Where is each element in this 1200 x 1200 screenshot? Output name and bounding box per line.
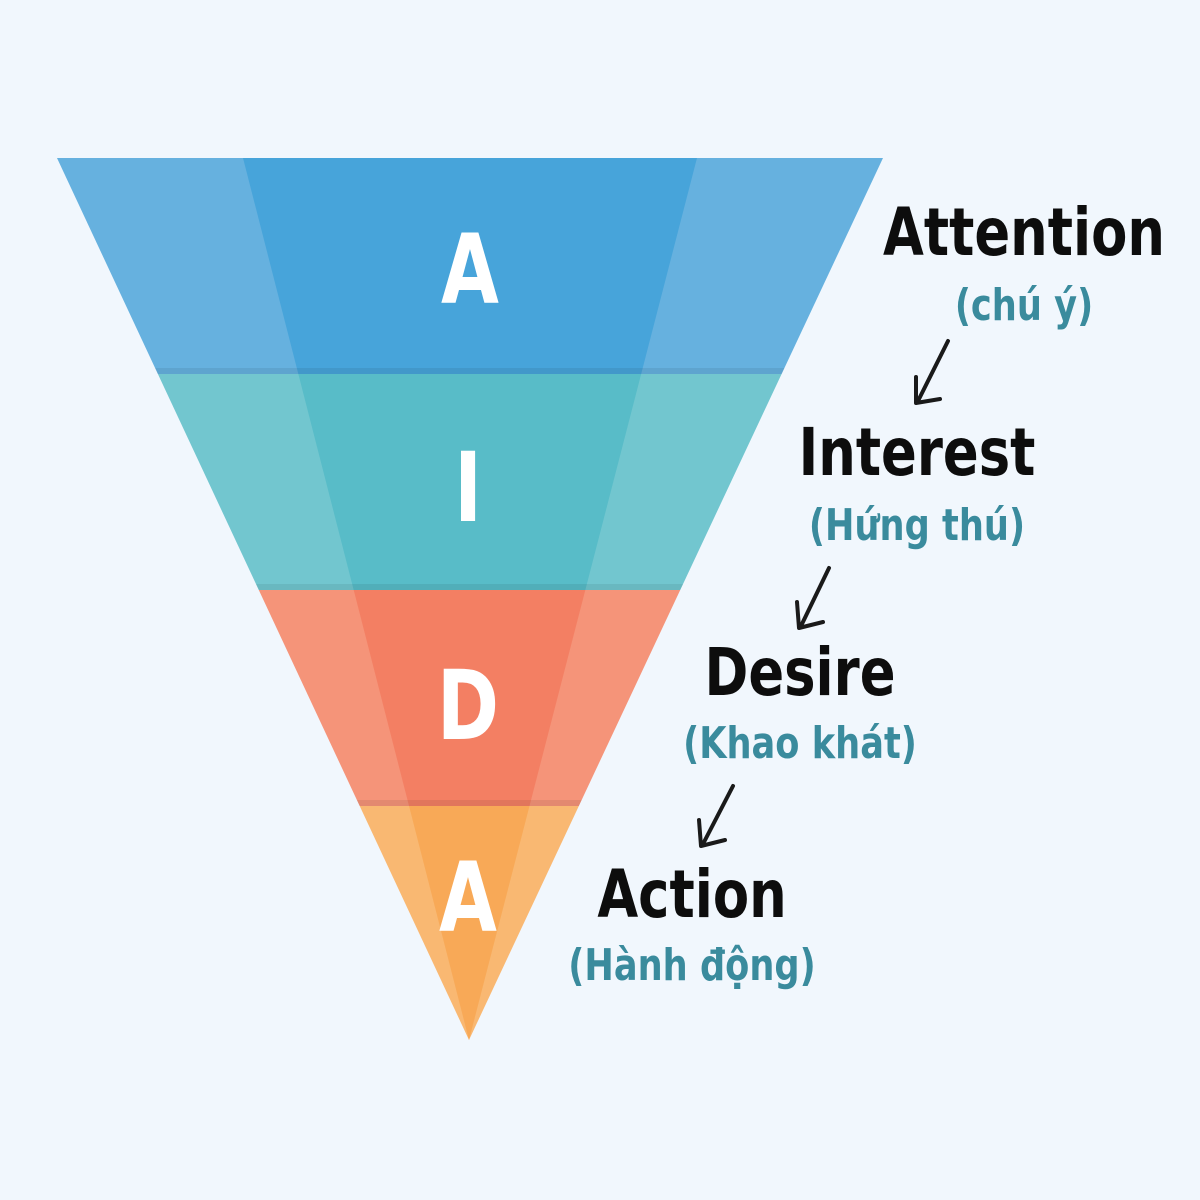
funnel-face-attention — [243, 158, 697, 374]
translation-desire: (Khao khát) — [683, 718, 917, 769]
funnel-band-shadow — [356, 800, 582, 806]
funnel-band-shadow — [255, 584, 684, 590]
funnel-band-shadow — [155, 368, 785, 374]
letter-attention: A — [441, 214, 499, 326]
term-interest: Interest — [798, 414, 1036, 491]
funnel-face-interest — [298, 374, 642, 590]
arrow-down-left-icon — [697, 784, 735, 848]
translation-interest: (Hứng thú) — [808, 500, 1026, 551]
funnel-face-desire — [353, 590, 586, 806]
arrow-down-left-icon — [914, 339, 950, 405]
letter-desire: D — [436, 650, 500, 762]
arrow-down-left-icon — [795, 566, 831, 630]
term-desire: Desire — [704, 634, 896, 711]
term-attention: Attention — [883, 194, 1165, 271]
letter-action: A — [439, 842, 497, 954]
funnel-face-action — [409, 806, 530, 1040]
translation-action: (Hành động) — [568, 940, 816, 991]
term-action: Action — [597, 856, 787, 933]
translation-attention: (chú ý) — [954, 280, 1094, 331]
letter-interest: I — [454, 432, 482, 544]
